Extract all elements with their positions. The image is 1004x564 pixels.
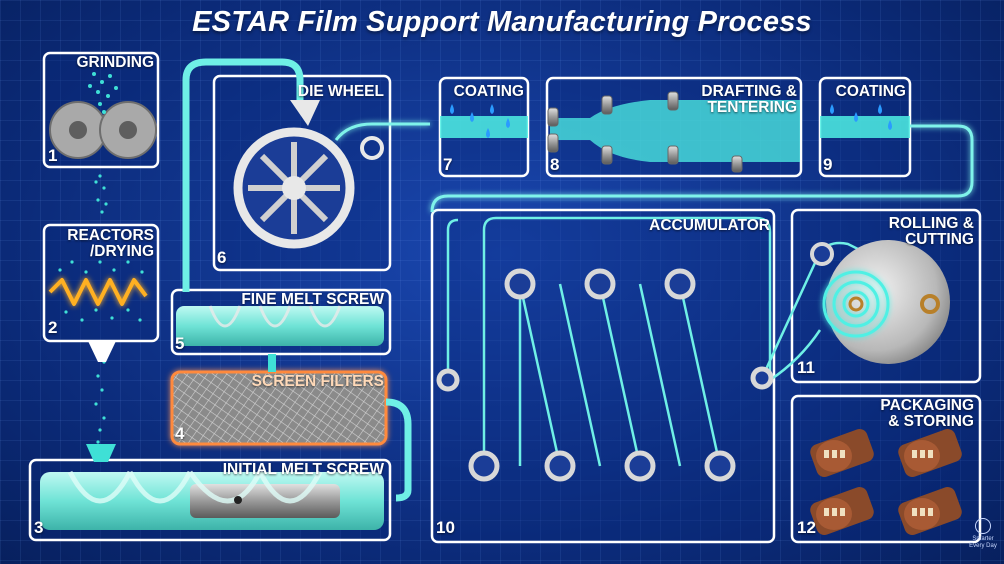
step-3-label: INITIAL MELT SCREW: [222, 461, 384, 478]
step-5-number: 5: [175, 334, 185, 353]
diagram-title: ESTAR Film Support Manufacturing Process: [192, 6, 812, 38]
coating-drops-1: [450, 104, 510, 138]
tenter-film: [550, 100, 800, 162]
step-11-number: 11: [797, 358, 815, 377]
step-8-number: 8: [550, 155, 560, 174]
step-10-number: 10: [436, 518, 455, 537]
coating-drops-2: [830, 104, 892, 130]
step-7-label: COATING: [453, 83, 524, 100]
step-1-label: GRINDING: [76, 54, 155, 71]
coating-bath-1: [440, 116, 528, 138]
step-5-label: FINE MELT SCREW: [241, 291, 384, 308]
fine-screw-barrel: [176, 306, 384, 346]
channel-watermark: Smarter Every Day: [966, 518, 1000, 550]
step-4-number: 4: [175, 424, 185, 443]
coating-bath-2: [820, 116, 910, 138]
heater-wave: [48, 278, 148, 306]
step-1-number: 1: [48, 146, 58, 165]
drafting-rollers: [547, 91, 743, 173]
step-6-number: 6: [217, 248, 227, 267]
step-2-number: 2: [48, 318, 58, 337]
film-web: [334, 122, 974, 213]
step-9-label: COATING: [835, 83, 906, 100]
step-2-label: REACTORS /DRYING: [67, 227, 154, 260]
step-10-label: ACCUMULATOR: [649, 217, 770, 234]
step-9-number: 9: [823, 155, 833, 174]
melt-flow-to-die: [182, 58, 304, 292]
step-12-label: PACKAGING & STORING: [880, 397, 974, 430]
accumulator-rollers: [436, 268, 774, 482]
screen-filter: [170, 370, 388, 446]
step-7-number: 7: [443, 155, 453, 174]
step-3-number: 3: [34, 518, 44, 537]
step-8-label: DRAFTING & TENTERING: [701, 83, 797, 116]
reactor-particles: [58, 260, 144, 322]
step-4-label: SCREEN FILTERS: [251, 373, 384, 390]
step-12-number: 12: [797, 518, 816, 537]
smarter-every-day-logo-icon: [975, 518, 991, 534]
step-6-label: DIE WHEEL: [297, 83, 384, 100]
film-path: [446, 216, 901, 467]
step-11-label: ROLLING & CUTTING: [888, 215, 974, 248]
packaged-rolls: [810, 429, 962, 535]
